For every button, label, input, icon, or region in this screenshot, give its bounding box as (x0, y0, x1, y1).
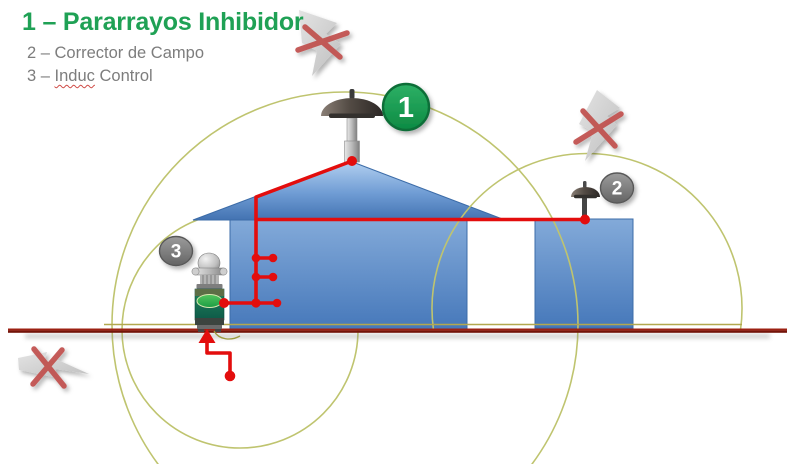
legend-item-3-suffix: Control (94, 67, 153, 85)
legend-item-2: 2 – Corrector de Campo (27, 44, 204, 62)
badge-2-number: 2 (612, 179, 623, 200)
red-cross-icon (30, 346, 67, 389)
device-foot-left (198, 329, 204, 332)
node-earth-electrode (224, 370, 236, 382)
wire-nodes (198, 156, 590, 382)
device-neck (200, 275, 219, 284)
device-ground-pigtail (213, 330, 241, 340)
down-conductor-wiring (205, 159, 587, 375)
red-cross-icon (295, 24, 350, 60)
node-stub-2 (268, 272, 278, 282)
small-rim (574, 194, 597, 199)
wire-roof-drop (254, 159, 354, 305)
inhibitor-head-icon (321, 89, 383, 163)
protection-ring-secondary (431, 152, 743, 331)
blocked-lightning-right (573, 90, 624, 161)
node-small-terminal (580, 214, 590, 225)
node-stub-1 (268, 253, 278, 263)
badge-3-number: 3 (171, 242, 182, 263)
legend-item-3-word: Induc (54, 67, 95, 85)
ground-line-bottom (8, 330, 787, 333)
device-scroll-left (191, 267, 200, 276)
node-device (219, 298, 229, 308)
head-dome (321, 98, 383, 116)
mast-upper (346, 117, 358, 143)
inhibitor-device-icon (191, 252, 241, 340)
badge-inhibitor: 1 (381, 82, 431, 132)
blocked-lightning-left (18, 346, 89, 389)
device-collar (196, 284, 223, 289)
node-junction-3 (251, 298, 261, 308)
ground-line-top (8, 328, 787, 331)
device-foot-right (215, 329, 221, 332)
legend-item-1: 1 – Pararrayos Inhibidor (22, 8, 304, 36)
node-junction-2 (251, 272, 261, 282)
small-finial (583, 181, 587, 188)
device-base (197, 325, 222, 329)
small-mast (582, 196, 587, 220)
legend-item-3: 3 – Induc Control (27, 67, 303, 86)
node-stub-3 (272, 298, 282, 308)
head-rim (329, 113, 375, 118)
device-band-dark (195, 318, 224, 325)
ground-arrow-icon (198, 329, 216, 343)
badge-induc: 3 (158, 235, 194, 267)
legend: 1 – Pararrayos Inhibidor 2 – Corrector d… (22, 8, 304, 86)
wire-underground (205, 339, 232, 375)
legend-item-3-prefix: 3 – (27, 67, 55, 85)
red-cross-icon (573, 108, 624, 149)
device-band-olive (195, 289, 224, 296)
lightning-bolt-icon (18, 352, 89, 378)
ground-shadow (25, 334, 770, 339)
badge-1-number: 1 (398, 92, 414, 124)
node-junction-1 (251, 253, 261, 263)
blocked-lightning-top (295, 10, 350, 76)
main-building-roof (192, 160, 506, 221)
badge-corrector: 2 (599, 172, 635, 204)
small-dome (571, 187, 600, 197)
node-mast (347, 156, 357, 166)
secondary-building (534, 218, 634, 329)
device-scroll-right (219, 267, 228, 276)
device-label (196, 294, 223, 308)
head-finial (349, 89, 355, 99)
small-air-terminal-icon (571, 181, 600, 220)
